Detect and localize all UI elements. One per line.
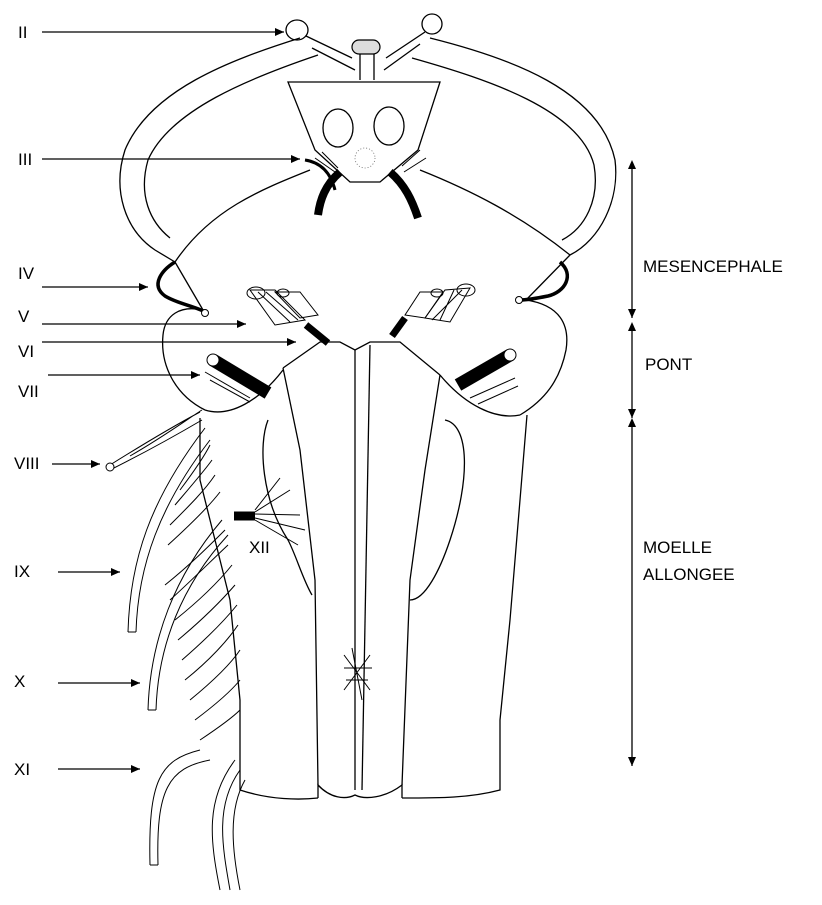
label-xi: XI (14, 760, 30, 779)
optic-tracts (120, 14, 616, 262)
label-arrows (42, 32, 632, 769)
brainstem-outline (163, 170, 570, 799)
label-vi: VI (18, 342, 34, 361)
label-moelle-line2: ALLONGEE (643, 565, 735, 584)
label-ix: IX (14, 562, 30, 581)
label-iii: III (18, 150, 32, 169)
label-vii: VII (18, 382, 39, 401)
label-moelle-line1: MOELLE (643, 538, 712, 557)
label-x: X (14, 672, 25, 691)
label-pont: PONT (645, 355, 692, 374)
region-labels: MESENCEPHALE PONT MOELLE ALLONGEE (643, 257, 783, 584)
nerve-labels: II III IV V VI VII VIII IX X XI XII (14, 23, 270, 779)
label-mesencephale: MESENCEPHALE (643, 257, 783, 276)
label-xii: XII (249, 538, 270, 557)
label-ii: II (18, 23, 27, 42)
label-viii: VIII (14, 454, 40, 473)
label-v: V (18, 307, 30, 326)
label-iv: IV (18, 264, 35, 283)
